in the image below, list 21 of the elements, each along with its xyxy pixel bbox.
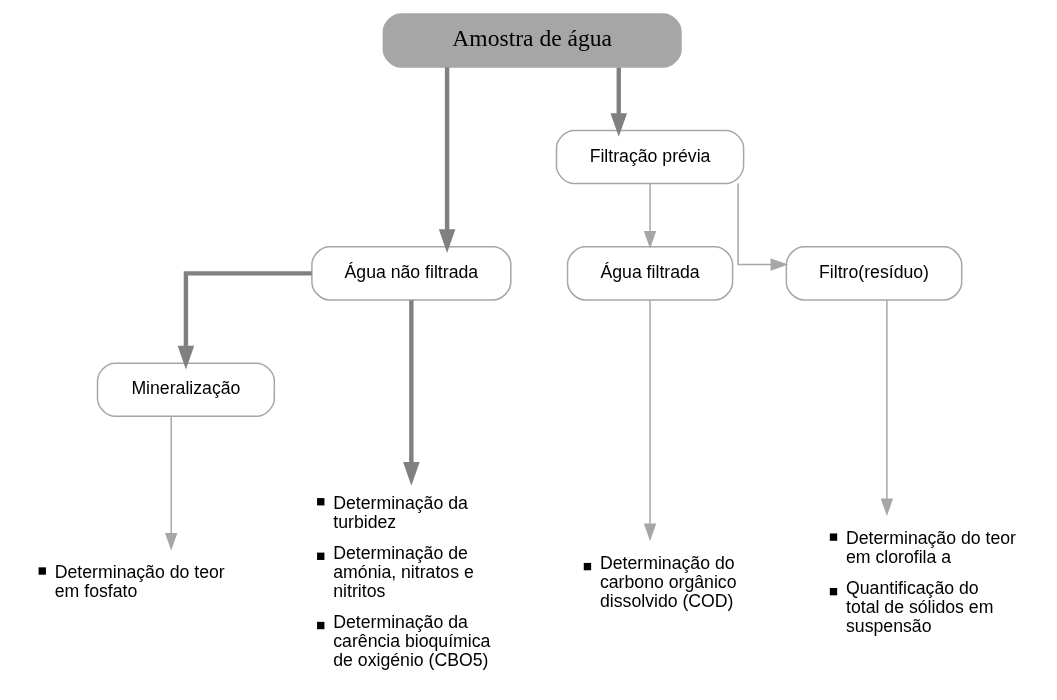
arrow — [737, 182, 789, 271]
node-text: Determinação do teor em clorofila a Quantificação do total de sólidos em suspensão — [846, 527, 1016, 637]
node-box: Filtração prévia — [555, 129, 745, 185]
node-box: Filtro(resíduo) — [785, 246, 963, 301]
arrow — [403, 300, 420, 486]
node-label: Determinação do carbono orgânico dissolvido (COD) — [599, 552, 737, 612]
node-box: Mineralização — [96, 362, 276, 418]
node-box: Amostra de água — [382, 13, 682, 68]
node-box — [38, 567, 46, 575]
node-box: Água filtrada — [566, 246, 734, 301]
arrow — [438, 67, 456, 253]
arrow — [610, 67, 628, 137]
node-text: Determinação da turbidez Determinação de amónia, nitratos e nitritos Determinação da carência bioquímica de oxigénio (CBO5) — [333, 492, 491, 671]
arrow — [643, 299, 657, 542]
node-label: Determinação do teor em fosfato — [54, 561, 225, 601]
node-box: Água não filtrada — [311, 246, 512, 301]
arrow — [177, 271, 312, 370]
arrow — [643, 183, 657, 249]
arrow — [165, 415, 178, 551]
node-box — [583, 562, 592, 571]
arrow — [880, 299, 894, 517]
